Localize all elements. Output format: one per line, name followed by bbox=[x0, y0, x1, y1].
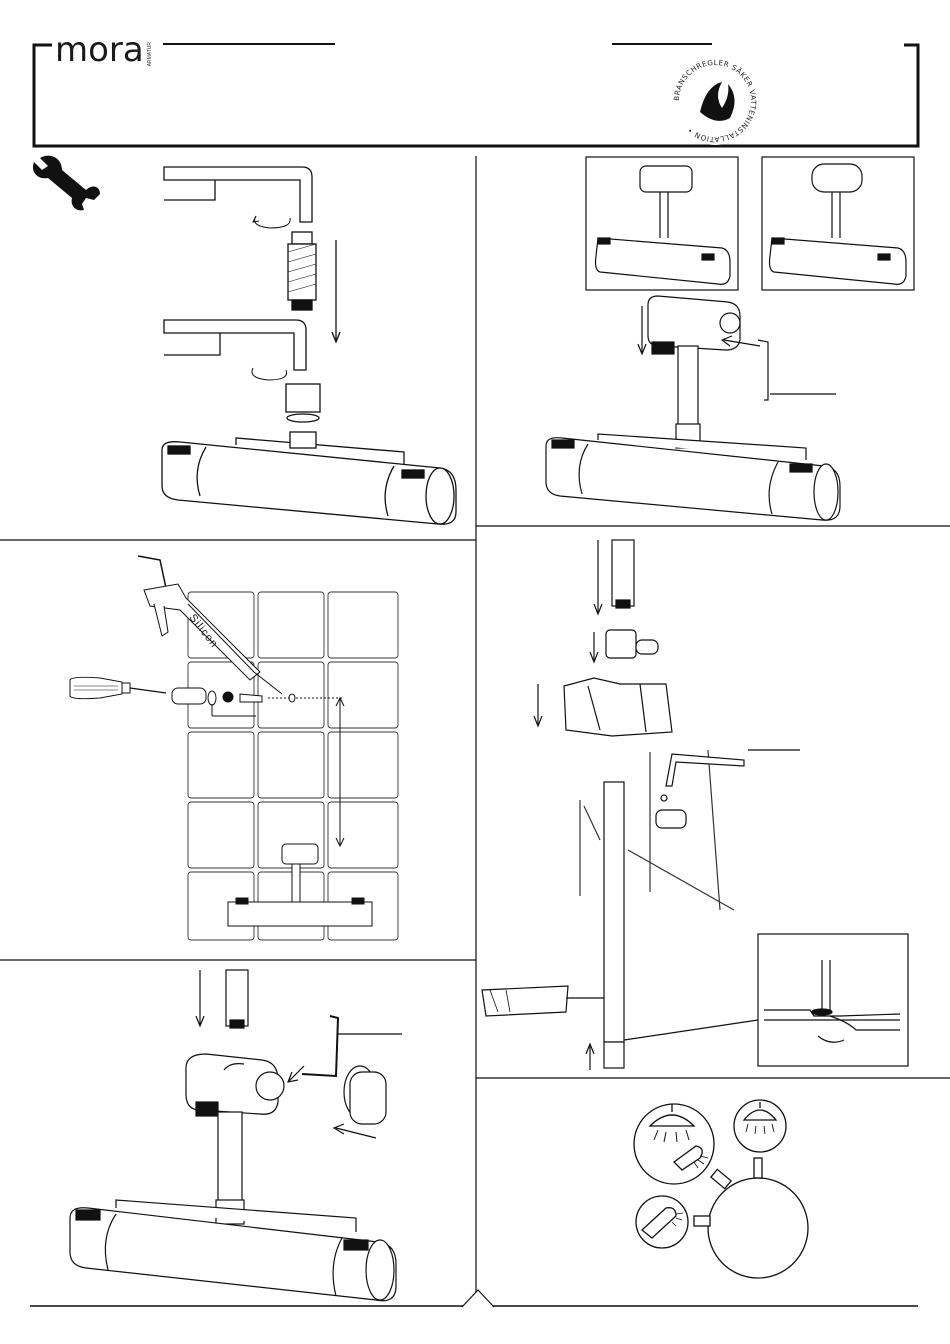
header-frame bbox=[34, 44, 918, 146]
panel-3-wall-mounting bbox=[70, 556, 398, 940]
panel-5-handle-install bbox=[70, 970, 402, 1301]
panel-4-slide-bar bbox=[482, 540, 908, 1070]
wrench-icon bbox=[33, 156, 100, 211]
panel-dividers bbox=[0, 156, 950, 1306]
brand-sub: ARMATUR bbox=[147, 42, 153, 66]
triangle-marker-icon bbox=[462, 1290, 494, 1307]
panel-2-bracket-align bbox=[546, 157, 914, 520]
panel-6-diverter-functions bbox=[634, 1100, 808, 1278]
certification-seal: BRANSCHREGLER SÄKER VATTENINSTALLATION • bbox=[671, 57, 759, 145]
brand-logo: mora bbox=[55, 30, 144, 70]
hand-shower-icon bbox=[636, 1196, 688, 1248]
overhead-shower-icon bbox=[734, 1100, 786, 1152]
overhead-and-hand-shower-icon bbox=[634, 1104, 714, 1184]
panel-1-filter-install bbox=[33, 156, 456, 525]
